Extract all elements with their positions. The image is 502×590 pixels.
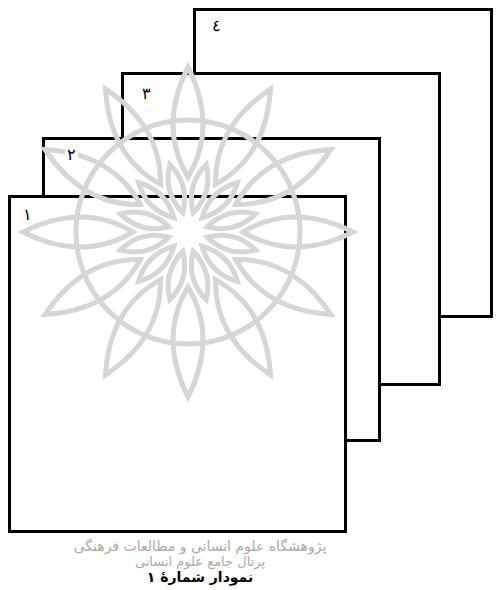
watermark-text: پرتال جامع علوم انسانی: [135, 554, 265, 569]
rosette-petal: [173, 67, 203, 177]
rosette-inner: [186, 163, 212, 215]
rosette-petal: [173, 287, 203, 397]
watermark-text: پژوهشگاه علوم انسانی و مطالعات فرهنگی: [74, 538, 327, 554]
rosette-inner: [134, 241, 179, 286]
rosette-petal: [38, 137, 148, 218]
rosette-inner: [186, 250, 212, 302]
figure-caption: نمودار شمارهٔ ١: [147, 569, 254, 585]
rosette-inner: [119, 207, 171, 233]
layer-number: ١: [21, 206, 34, 224]
rosette-petal: [203, 272, 284, 382]
rosette-petal: [93, 82, 174, 192]
rosette-petal: [23, 217, 133, 247]
layer-number: ٣: [140, 85, 153, 103]
rosette: [23, 67, 353, 397]
rosette-petal: [228, 137, 338, 218]
layer-number: ٤: [210, 17, 223, 35]
rosette-inner: [206, 207, 258, 233]
rosette-petal: [38, 247, 148, 328]
stacked-square: ١: [8, 195, 347, 533]
rosette-inner: [119, 230, 171, 256]
rosette-inner: [206, 230, 258, 256]
rosette-inner: [197, 241, 242, 286]
rosette-inner: [163, 250, 189, 302]
rosette-inner: [134, 178, 179, 223]
layer-number: ٢: [65, 146, 78, 164]
rosette-inner: [163, 163, 189, 215]
rosette-ring: [76, 120, 300, 344]
rosette-petal: [93, 272, 174, 382]
rosette-inner: [197, 178, 242, 223]
rosette-petal: [243, 217, 353, 247]
rosette-petal: [228, 247, 338, 328]
rosette-petal: [203, 82, 284, 192]
